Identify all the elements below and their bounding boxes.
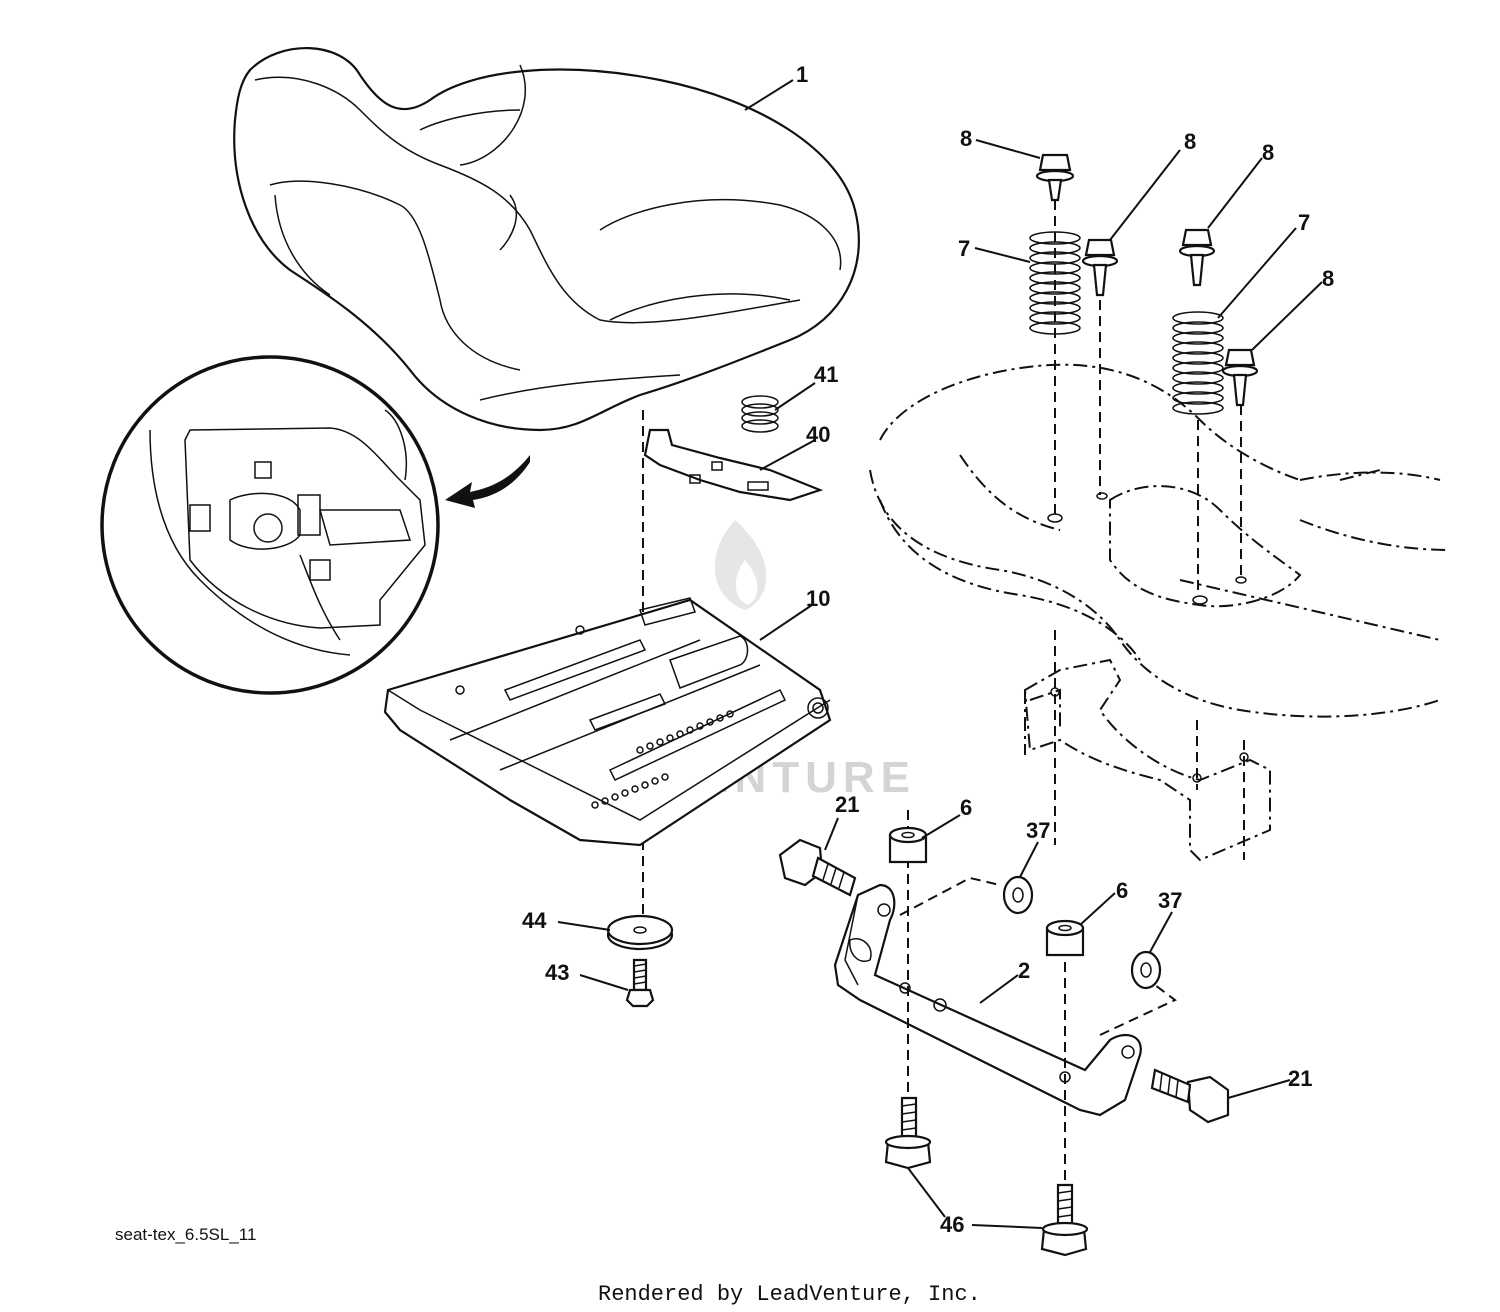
callout-10: 10 — [806, 586, 830, 611]
callout-8-b: 8 — [1184, 129, 1196, 154]
mount-bracket — [1023, 658, 1271, 862]
callout-2: 2 — [1018, 958, 1030, 983]
callout-46: 46 — [940, 1212, 964, 1237]
bolt-43 — [625, 958, 655, 1008]
seat-pan-10 — [383, 597, 832, 847]
detail-inset — [100, 355, 440, 695]
callout-7-b: 7 — [1298, 210, 1310, 235]
bolt-8-b — [1081, 238, 1119, 297]
washer-44 — [606, 914, 674, 951]
bolt-46-b — [1040, 1183, 1089, 1257]
diagram-source-id: seat-tex_6.5SL_11 — [115, 1225, 256, 1244]
nut-6-b — [1045, 919, 1085, 957]
callout-8-a: 8 — [960, 126, 972, 151]
footer-credit: Rendered by LeadVenture, Inc. — [598, 1282, 981, 1307]
adjust-holes — [591, 710, 734, 809]
callout-6-b: 6 — [1116, 878, 1128, 903]
bolt-8-d — [1221, 348, 1259, 407]
callout-41: 41 — [814, 362, 838, 387]
spring-7-a — [1029, 231, 1081, 335]
bolt-21-left — [778, 838, 857, 897]
callout-37-a: 37 — [1026, 818, 1050, 843]
callout-8-c: 8 — [1262, 140, 1274, 165]
bolt-46-a — [884, 1096, 932, 1170]
callout-labels: 1 8 8 8 7 7 8 41 40 10 21 6 37 6 37 44 4… — [522, 62, 1334, 1237]
callout-40: 40 — [806, 422, 830, 447]
spring-7-b — [1172, 311, 1224, 415]
leader-lines — [557, 79, 1323, 1229]
callout-43: 43 — [545, 960, 569, 985]
callout-7-a: 7 — [958, 236, 970, 261]
callout-44: 44 — [522, 908, 547, 933]
bolt-8-c — [1178, 228, 1216, 287]
spring-41 — [741, 395, 779, 433]
seat-part — [233, 47, 860, 432]
bracket-40 — [643, 428, 824, 502]
callout-6-a: 6 — [960, 795, 972, 820]
pivot-bracket-2 — [833, 883, 1142, 1117]
callout-1: 1 — [796, 62, 808, 87]
callout-8-d: 8 — [1322, 266, 1334, 291]
detail-arrow — [445, 455, 530, 508]
callout-37-b: 37 — [1158, 888, 1182, 913]
callout-21-a: 21 — [835, 792, 859, 817]
bolt-21-right — [1150, 1068, 1230, 1124]
washer-37-b — [1130, 950, 1162, 990]
callout-21-b: 21 — [1288, 1066, 1312, 1091]
washer-37-a — [1002, 875, 1034, 915]
frame-outline — [869, 363, 1451, 718]
bolt-8-a — [1035, 153, 1075, 202]
nut-6-a — [888, 826, 928, 864]
